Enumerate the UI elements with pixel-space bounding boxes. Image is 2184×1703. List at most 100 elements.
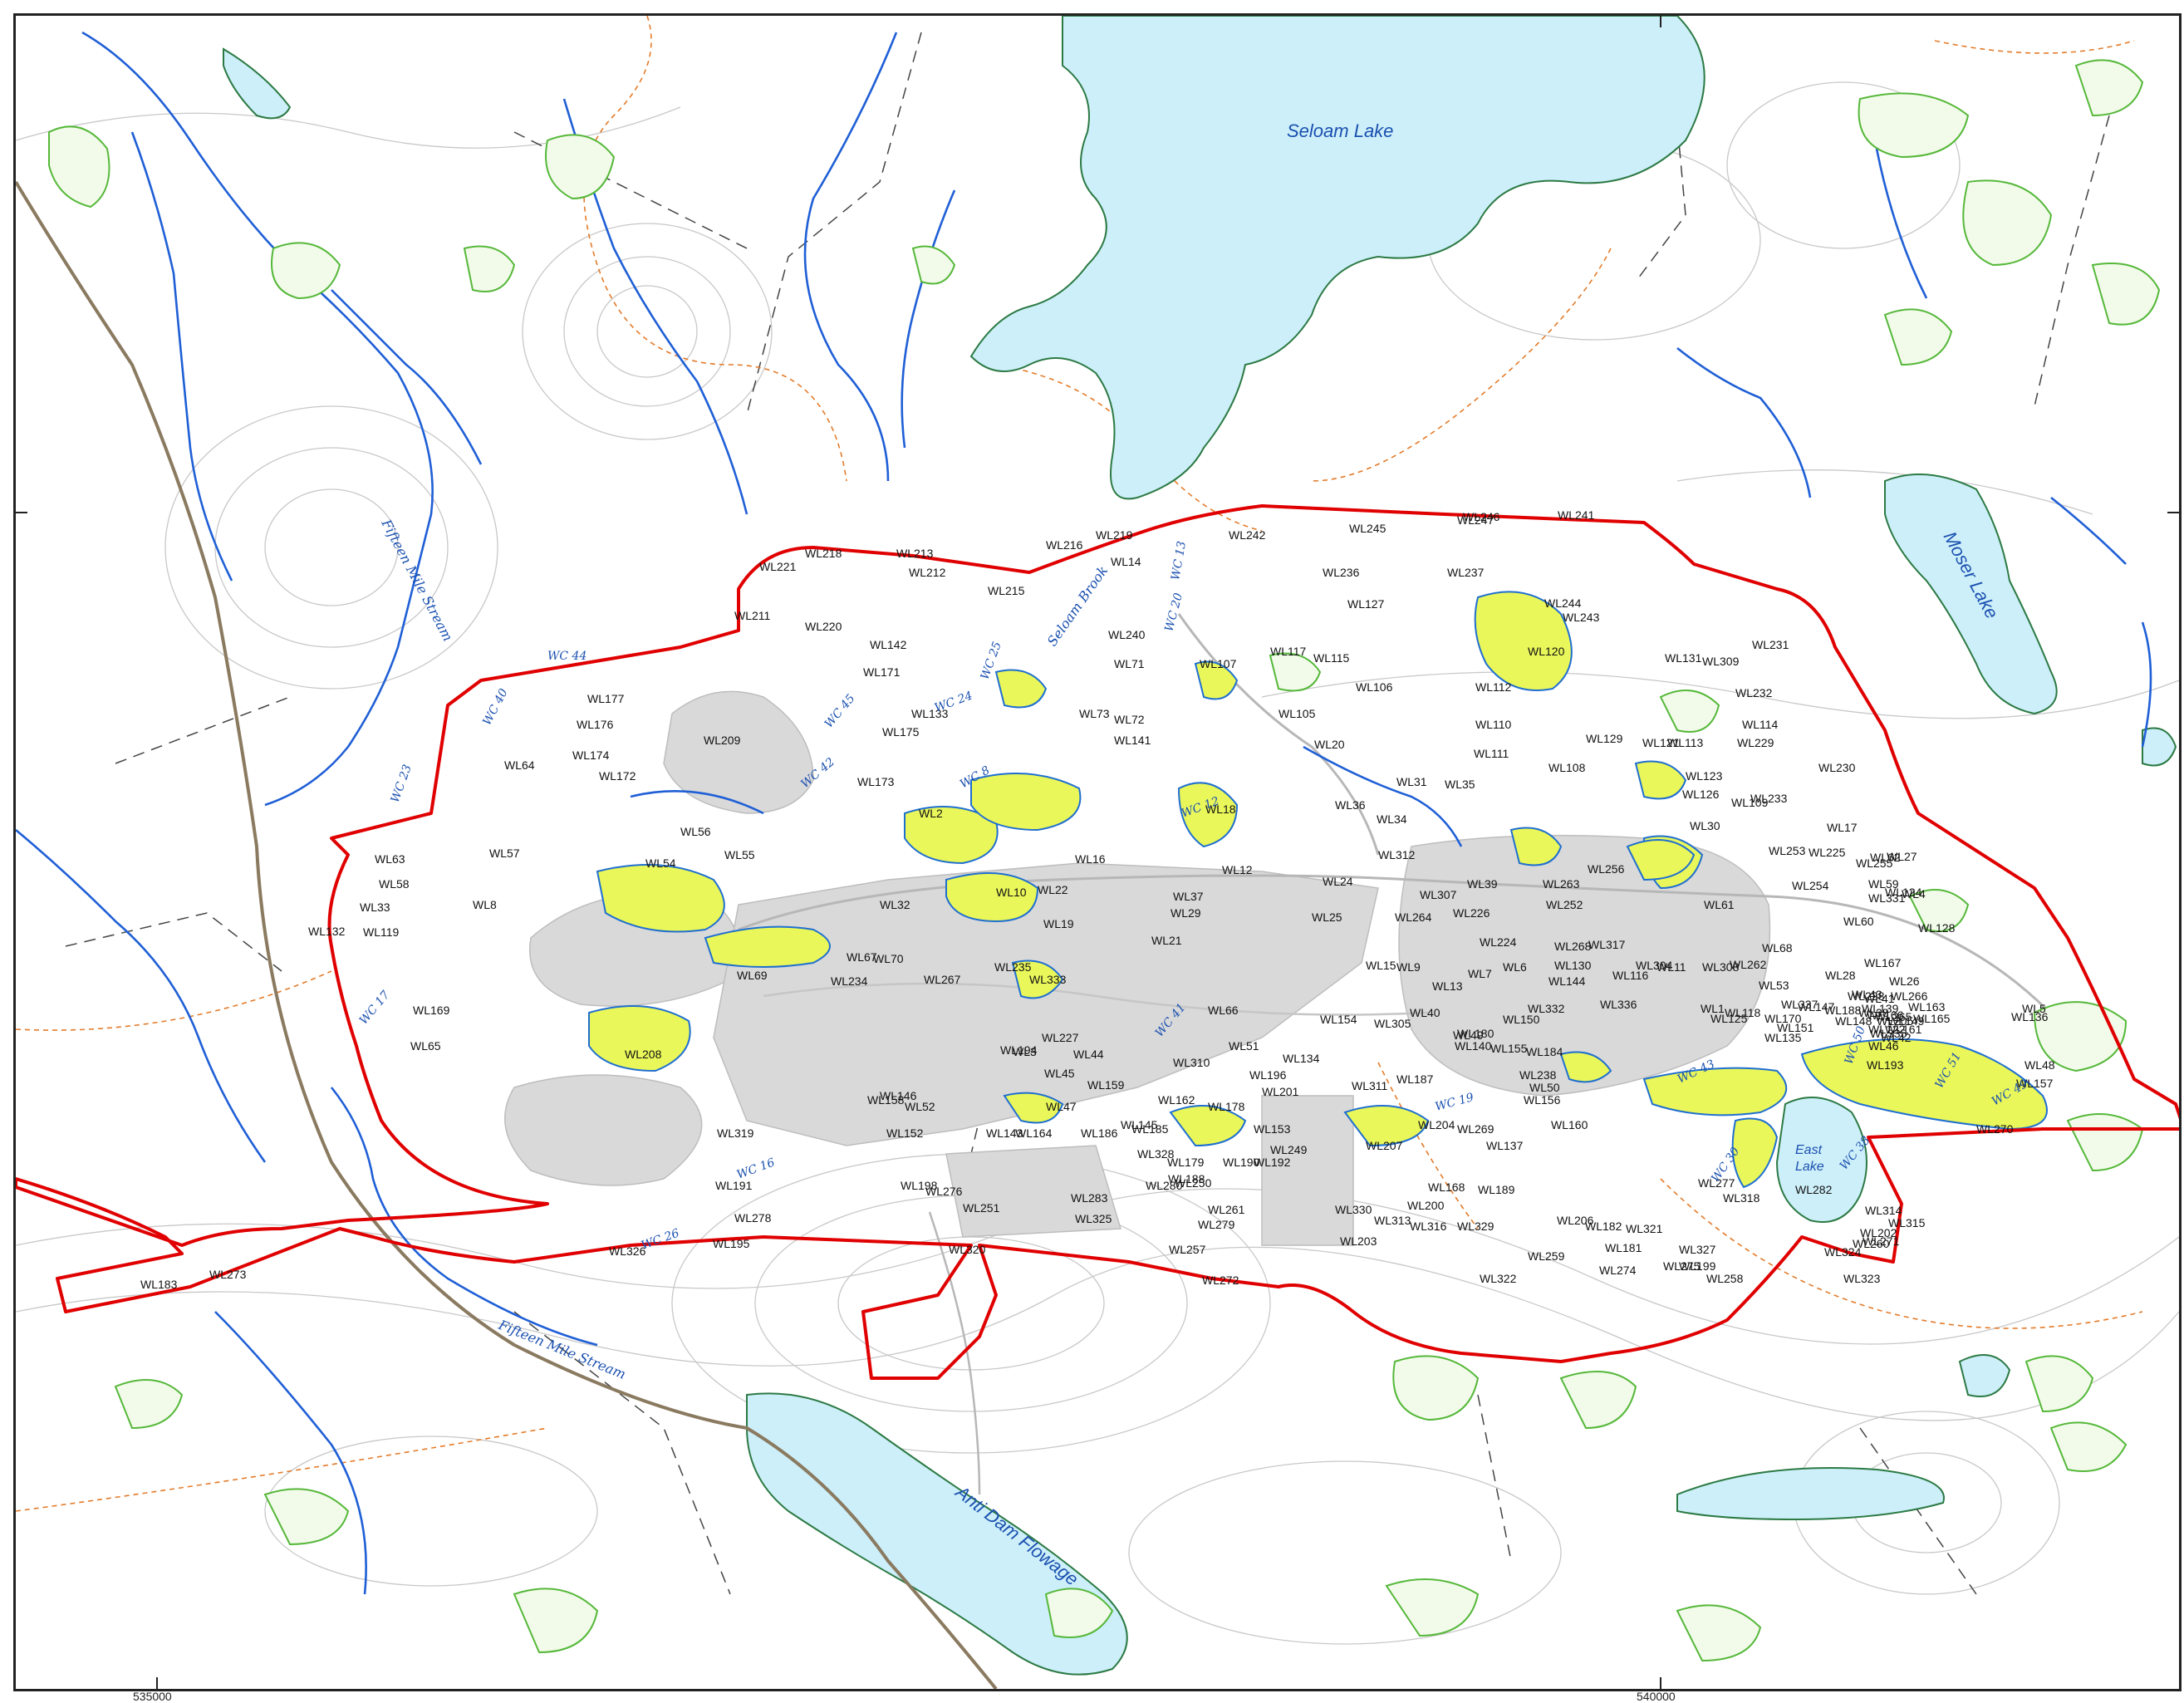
wetland-label-125: WL308 bbox=[1702, 960, 1740, 974]
wetland-label-271: WL322 bbox=[1480, 1272, 1517, 1285]
wetland-label-200: WL311 bbox=[1352, 1079, 1388, 1092]
seloam-brook-label: Seloam Brook bbox=[1044, 563, 1112, 650]
watercourse-label-15: WC 19 bbox=[1434, 1091, 1475, 1114]
wetland-label-170: WL46 bbox=[1868, 1039, 1899, 1053]
wetland-label-64: WL126 bbox=[1682, 788, 1720, 801]
roads bbox=[16, 180, 2094, 1689]
wetland-label-164: WL122 bbox=[1868, 1023, 1906, 1036]
map-frame[interactable]: Seloam Lake Moser Lake East Lake Anti Da… bbox=[13, 13, 2182, 1691]
wetland-label-74: WL312 bbox=[1378, 848, 1416, 861]
wetland-label-27: WL309 bbox=[1702, 655, 1740, 668]
wetland-label-73: WL12 bbox=[1222, 863, 1253, 876]
wetland-label-257: WL324 bbox=[1824, 1245, 1862, 1259]
wetland-label-82: WL8 bbox=[473, 898, 497, 911]
wetland-label-259: WL202 bbox=[1860, 1226, 1897, 1239]
wetland-label-135: WL167 bbox=[1864, 956, 1902, 969]
wetland-label-34: WL232 bbox=[1735, 686, 1773, 699]
watercourse-label-10: WC 20 bbox=[1162, 591, 1185, 633]
wetland-label-152: WL118 bbox=[1725, 1006, 1761, 1019]
wetland-label-63: WL34 bbox=[1377, 812, 1407, 826]
wetland-label-57: WL31 bbox=[1396, 775, 1427, 788]
wetland-label-181: WL155 bbox=[1490, 1042, 1528, 1055]
wetland-label-45: WL113 bbox=[1667, 736, 1704, 749]
wetland-label-194: WL48 bbox=[2024, 1058, 2055, 1072]
wetland-label-9: WL221 bbox=[759, 560, 797, 573]
wetland-label-167: WL42 bbox=[1881, 1031, 1912, 1044]
wetland-label-79: WL255 bbox=[1856, 856, 1893, 870]
east-lake-label: East bbox=[1795, 1143, 1823, 1157]
wetland-label-175: WL205 bbox=[1877, 1014, 1914, 1028]
wetland-label-248: WL206 bbox=[1557, 1214, 1594, 1227]
wetland-label-145: WL41 bbox=[1864, 992, 1895, 1005]
wetland-label-156: WL148 bbox=[1835, 1014, 1872, 1028]
wetland-label-84: WL22 bbox=[1038, 883, 1068, 896]
wetland-label-59: WL123 bbox=[1686, 769, 1723, 783]
wetland-label-173: WL151 bbox=[1777, 1021, 1814, 1034]
watercourse-label-4: WC 24 bbox=[933, 690, 974, 715]
wetland-label-222: WL328 bbox=[1137, 1147, 1175, 1161]
wetland-label-38: WL133 bbox=[911, 707, 949, 720]
bog-patches bbox=[48, 59, 2161, 1662]
wetland-label-223: WL179 bbox=[1167, 1156, 1205, 1169]
wetland-label-16: WL211 bbox=[734, 609, 771, 622]
wetland-label-113: WL317 bbox=[1588, 938, 1626, 951]
wetland-label-88: WL39 bbox=[1467, 877, 1498, 891]
wetland-label-20: WL243 bbox=[1563, 611, 1600, 624]
fifteen-mile-stream-north-label: Fifteen Mile Stream bbox=[378, 516, 456, 644]
wetland-label-61: WL18 bbox=[1205, 802, 1236, 816]
wetland-label-238: WL251 bbox=[963, 1201, 1000, 1215]
wetland-label-234: WL277 bbox=[1698, 1176, 1735, 1190]
wetland-label-161: WL5 bbox=[2022, 1002, 2046, 1015]
wetland-label-233: WL189 bbox=[1478, 1183, 1515, 1196]
wetland-label-87: WL307 bbox=[1420, 888, 1457, 901]
wetland-label-60: WL2 bbox=[919, 807, 943, 820]
coord-label-540000: 540000 bbox=[1637, 1690, 1676, 1703]
wetland-label-33: WL112 bbox=[1475, 680, 1512, 694]
wetland-label-146: WL40 bbox=[1410, 1006, 1440, 1019]
wetland-label-2: WL216 bbox=[1046, 538, 1083, 552]
wetland-label-266: WL199 bbox=[1679, 1259, 1716, 1273]
wetland-label-21: WL142 bbox=[870, 638, 907, 651]
wetland-label-169: WL49 bbox=[1453, 1028, 1484, 1042]
wetland-label-267: WL323 bbox=[1843, 1272, 1881, 1285]
wetland-label-160: WL43 bbox=[1852, 988, 1882, 1001]
wetland-label-43: WL129 bbox=[1586, 732, 1623, 745]
wetland-label-265: WL275 bbox=[1663, 1259, 1701, 1273]
wetland-label-90: WL256 bbox=[1588, 862, 1625, 876]
wetland-label-28: WL231 bbox=[1752, 638, 1789, 651]
wetland-label-119: WL70 bbox=[873, 952, 904, 965]
wetland-label-99: WL29 bbox=[1171, 906, 1201, 920]
wetland-label-92: WL254 bbox=[1792, 879, 1829, 892]
wetland-label-148: WL66 bbox=[1208, 1004, 1239, 1017]
map-canvas[interactable]: Seloam Lake Moser Lake East Lake Anti Da… bbox=[16, 16, 2179, 1689]
wetland-label-96: WL124 bbox=[1885, 886, 1922, 899]
wetland-label-249: WL182 bbox=[1585, 1220, 1622, 1233]
wetland-label-76: WL17 bbox=[1827, 821, 1858, 834]
lakes bbox=[223, 16, 2177, 1676]
wetland-label-230: WL280 bbox=[1146, 1179, 1183, 1192]
wetland-label-151: WL1 bbox=[1701, 1002, 1725, 1015]
wetland-label-80: WL62 bbox=[1870, 851, 1901, 864]
wetland-label-46: WL229 bbox=[1737, 736, 1774, 749]
wetland-label-263: WL257 bbox=[1169, 1243, 1206, 1256]
wetland-label-270: WL272 bbox=[1202, 1274, 1239, 1287]
wetland-label-3: WL219 bbox=[1096, 528, 1133, 542]
wetland-label-83: WL10 bbox=[996, 886, 1027, 899]
wetland-label-7: WL246 bbox=[1463, 510, 1500, 523]
wetland-label-240: WL330 bbox=[1335, 1203, 1372, 1216]
coord-label-535000: 535000 bbox=[133, 1690, 172, 1703]
wetland-label-138: WL266 bbox=[1891, 989, 1928, 1003]
wetland-label-269: WL273 bbox=[209, 1268, 247, 1281]
wetland-label-227: WL191 bbox=[715, 1179, 753, 1192]
wetland-label-168: WL335 bbox=[1870, 1027, 1907, 1040]
wetland-label-8: WL241 bbox=[1558, 508, 1595, 522]
wetland-label-81: WL58 bbox=[379, 877, 410, 891]
wetland-label-98: WL32 bbox=[880, 898, 910, 911]
wetland-label-166: WL154 bbox=[1320, 1013, 1357, 1026]
wetland-label-40: WL72 bbox=[1114, 713, 1145, 726]
wetland-label-112: WL268 bbox=[1554, 940, 1592, 953]
wetland-label-159: WL166 bbox=[1867, 1009, 1904, 1022]
wetland-label-39: WL73 bbox=[1079, 707, 1110, 720]
wetland-label-262: WL320 bbox=[949, 1243, 986, 1256]
wetland-label-215: WL152 bbox=[886, 1126, 924, 1140]
